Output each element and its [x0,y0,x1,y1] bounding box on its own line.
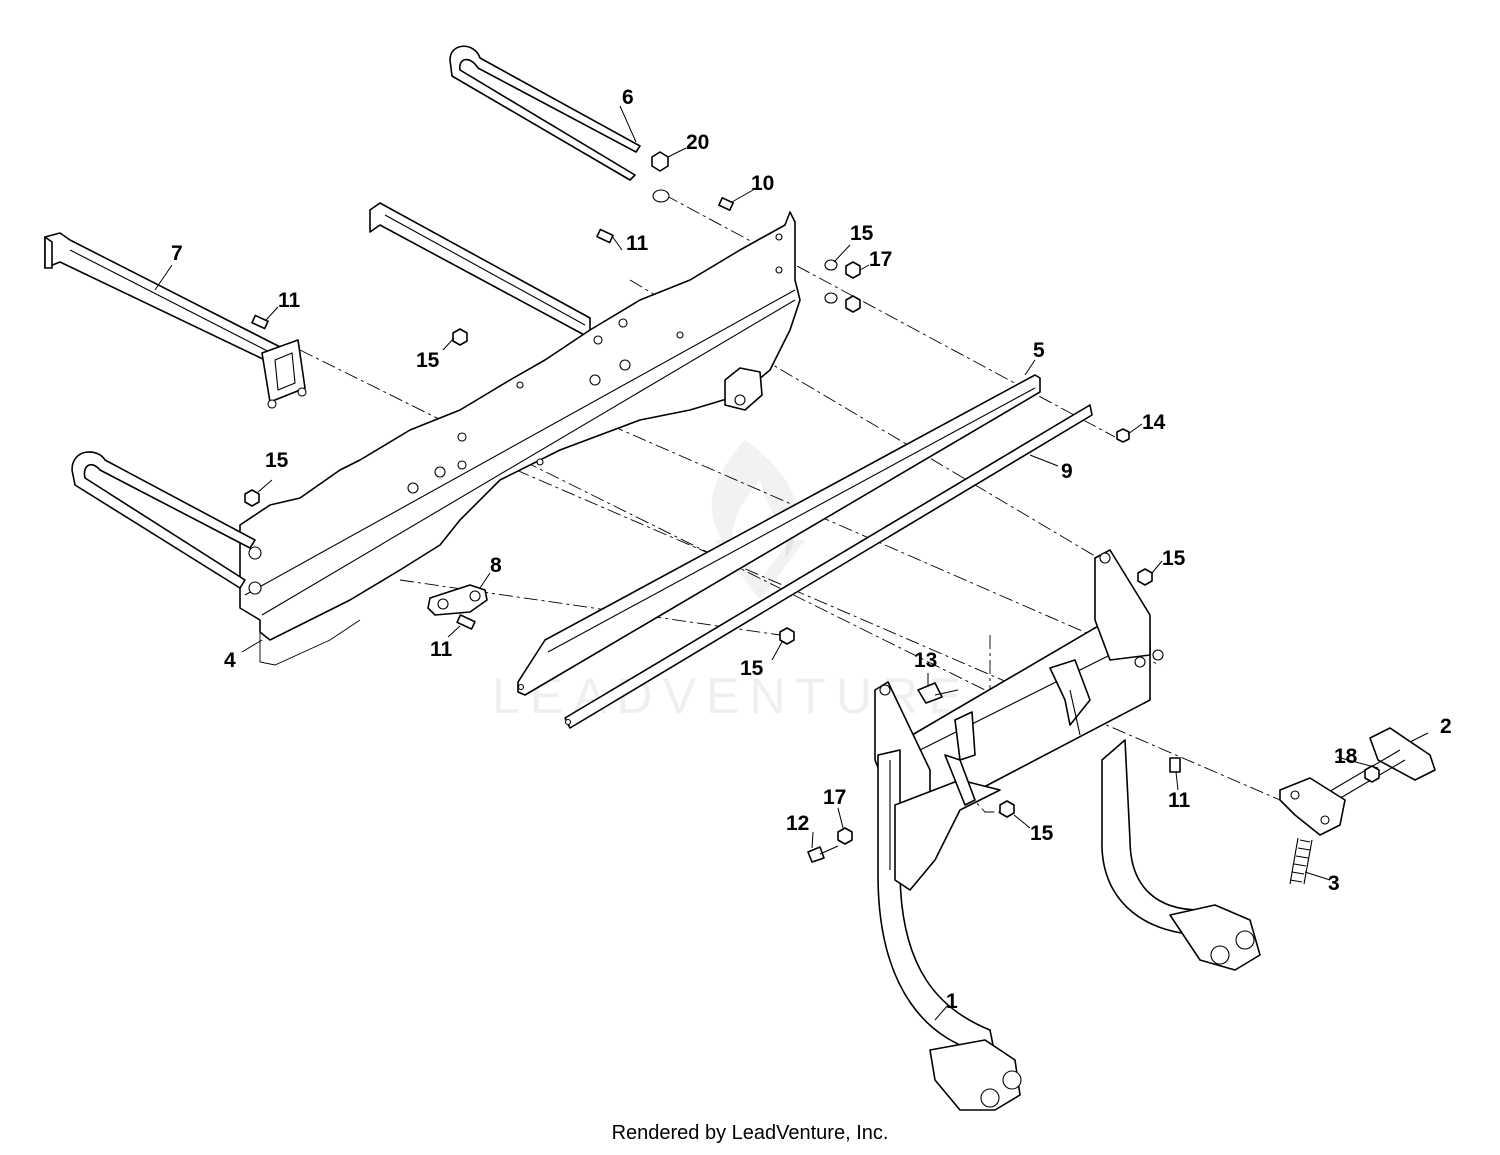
part-7-extension-arm [44,232,307,409]
part-9-flat-bar [564,404,1093,729]
callout-15-right: 15 [1162,547,1186,570]
part-6-u-rod [449,45,641,181]
callout-15-frame: 15 [1030,822,1054,845]
part-4-main-plate [239,202,801,666]
callout-10: 10 [751,172,774,195]
part-5-angle [517,374,1041,696]
callout-1: 1 [946,990,958,1013]
callout-15-left: 15 [265,449,289,472]
callout-13: 13 [914,649,937,672]
callout-5: 5 [1033,339,1045,362]
part-20-nut [651,151,669,172]
leadventure-watermark: LEADVENTURE [492,440,962,724]
callout-4: 4 [224,649,236,672]
part-2-lever [1279,727,1436,836]
callout-12: 12 [786,812,809,835]
callout-17: 17 [823,786,846,809]
callout-labels: 6 20 10 11 15 17 7 11 15 5 14 9 15 8 15 … [171,86,1452,1013]
callout-19: 17 [869,248,892,271]
callout-15-upper: 15 [416,349,440,372]
callout-18: 18 [1334,745,1358,768]
callout-leaders [154,105,1429,1021]
callout-14: 14 [1142,411,1166,434]
callout-16: 15 [850,222,874,245]
callout-20: 20 [686,131,709,154]
callout-3: 3 [1328,872,1340,895]
callout-15-center: 15 [740,657,764,680]
callout-11-bracket: 11 [430,638,453,661]
hardware [244,151,1380,863]
callout-11-top: 11 [626,232,649,255]
callout-11-left: 11 [278,289,301,312]
part-8-bracket [427,584,488,616]
callout-6: 6 [622,86,634,109]
footer-credit: Rendered by LeadVenture, Inc. [611,1122,889,1144]
part-1-main-frame [874,549,1261,1111]
left-u-rod [71,451,256,589]
callout-2: 2 [1440,715,1452,738]
callout-8: 8 [490,554,502,577]
callout-7: 7 [171,242,183,265]
callout-11-frame: 11 [1168,789,1191,812]
callout-9: 9 [1061,460,1073,483]
part-3-spring [1289,837,1313,885]
